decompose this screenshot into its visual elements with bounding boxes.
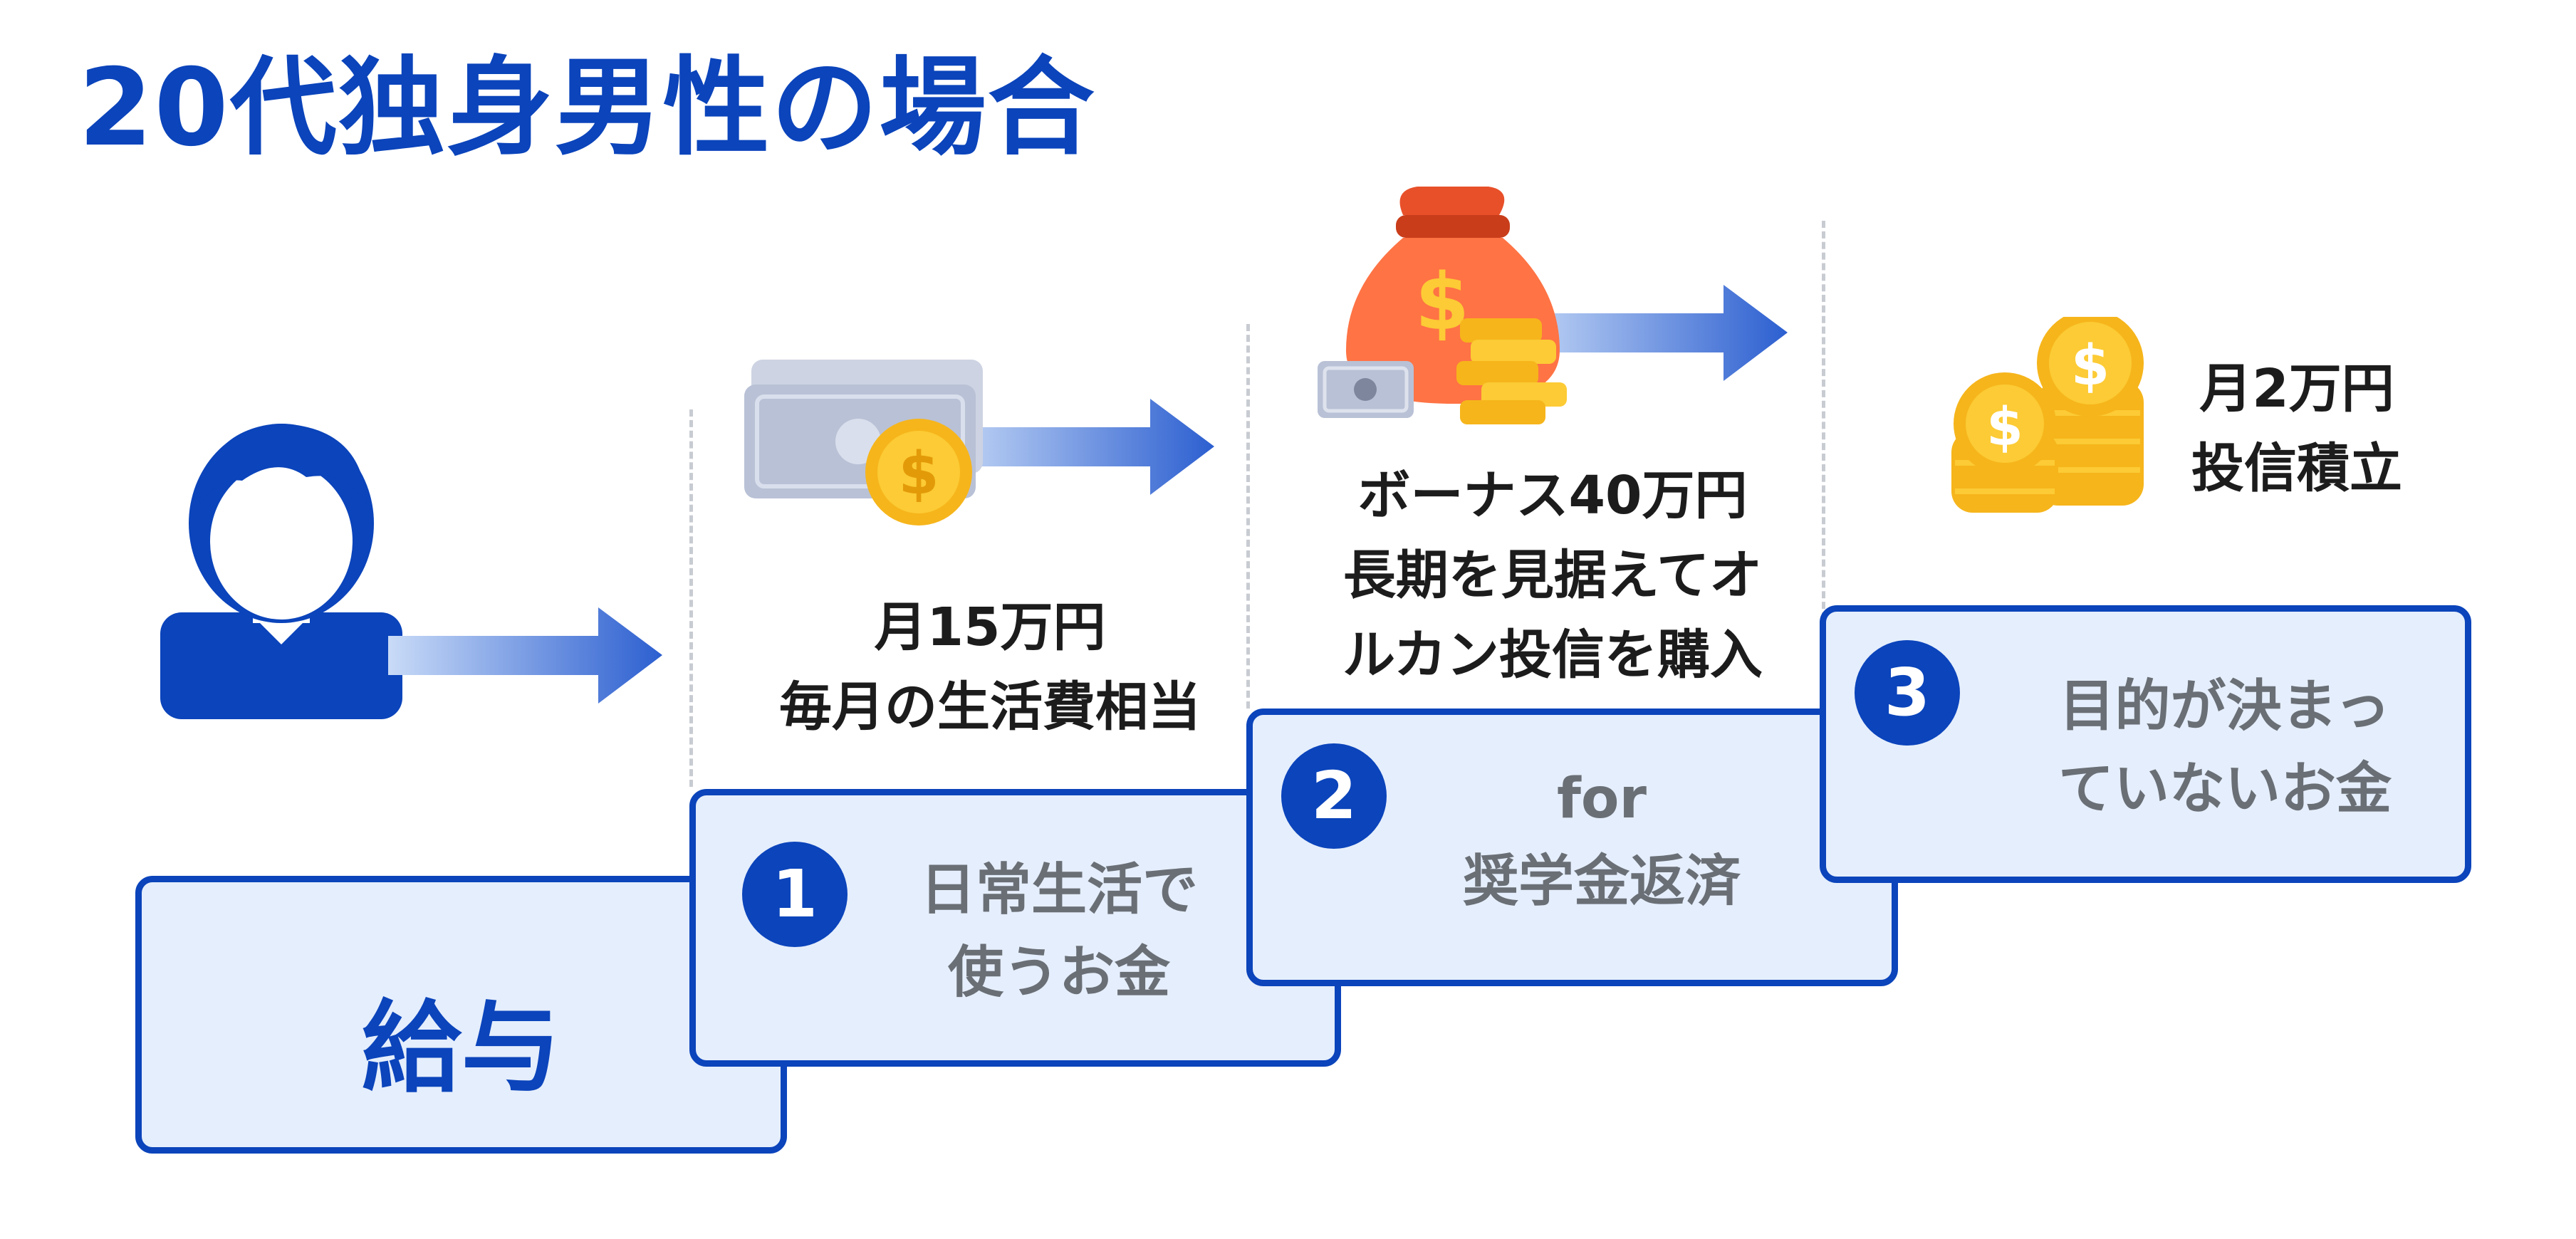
arrow-icon (1510, 285, 1788, 381)
step-3-caption: 月2万円 投信積立 (2191, 358, 2402, 499)
arrow-icon (388, 607, 662, 704)
step-3-label: 目的が決まっ ていないお金 (2058, 674, 2392, 821)
page-title: 20代独身男性の場合 (78, 46, 1096, 170)
step-1-caption: 月15万円 毎月の生活費相当 (779, 597, 1201, 738)
step-2-caption: ボーナス40万円 長期を見据えてオ ルカン投信を購入 (1342, 465, 1763, 686)
divider (1822, 221, 1825, 620)
step-2-box: 2 for 奨学金返済 (1246, 709, 1898, 986)
step-3-number-badge: 3 (1855, 640, 1960, 746)
step-2-number-badge: 2 (1281, 743, 1387, 849)
step-1-box: 1 日常生活で 使うお金 (689, 789, 1341, 1067)
step-1-label: 日常生活で 使うお金 (919, 858, 1198, 1005)
step-3-box: 3 目的が決まっ ていないお金 (1820, 605, 2471, 883)
arrow-icon (940, 399, 1214, 495)
salary-box: 給与 (135, 876, 787, 1154)
person-icon (157, 399, 406, 719)
svg-text:$: $ (1986, 397, 2023, 458)
step-1-number-badge: 1 (742, 842, 848, 947)
divider (1246, 324, 1250, 709)
svg-text:$: $ (2071, 334, 2110, 398)
divider (689, 409, 693, 787)
coin-stack-icon: $ $ (1951, 317, 2165, 513)
money-bag-icon: $ (1318, 187, 1581, 425)
svg-text:$: $ (898, 440, 939, 508)
salary-label: 給与 (361, 990, 561, 1107)
cash-with-coin-icon: $ (744, 360, 986, 527)
step-2-label: for 奨学金返済 (1462, 767, 1741, 914)
